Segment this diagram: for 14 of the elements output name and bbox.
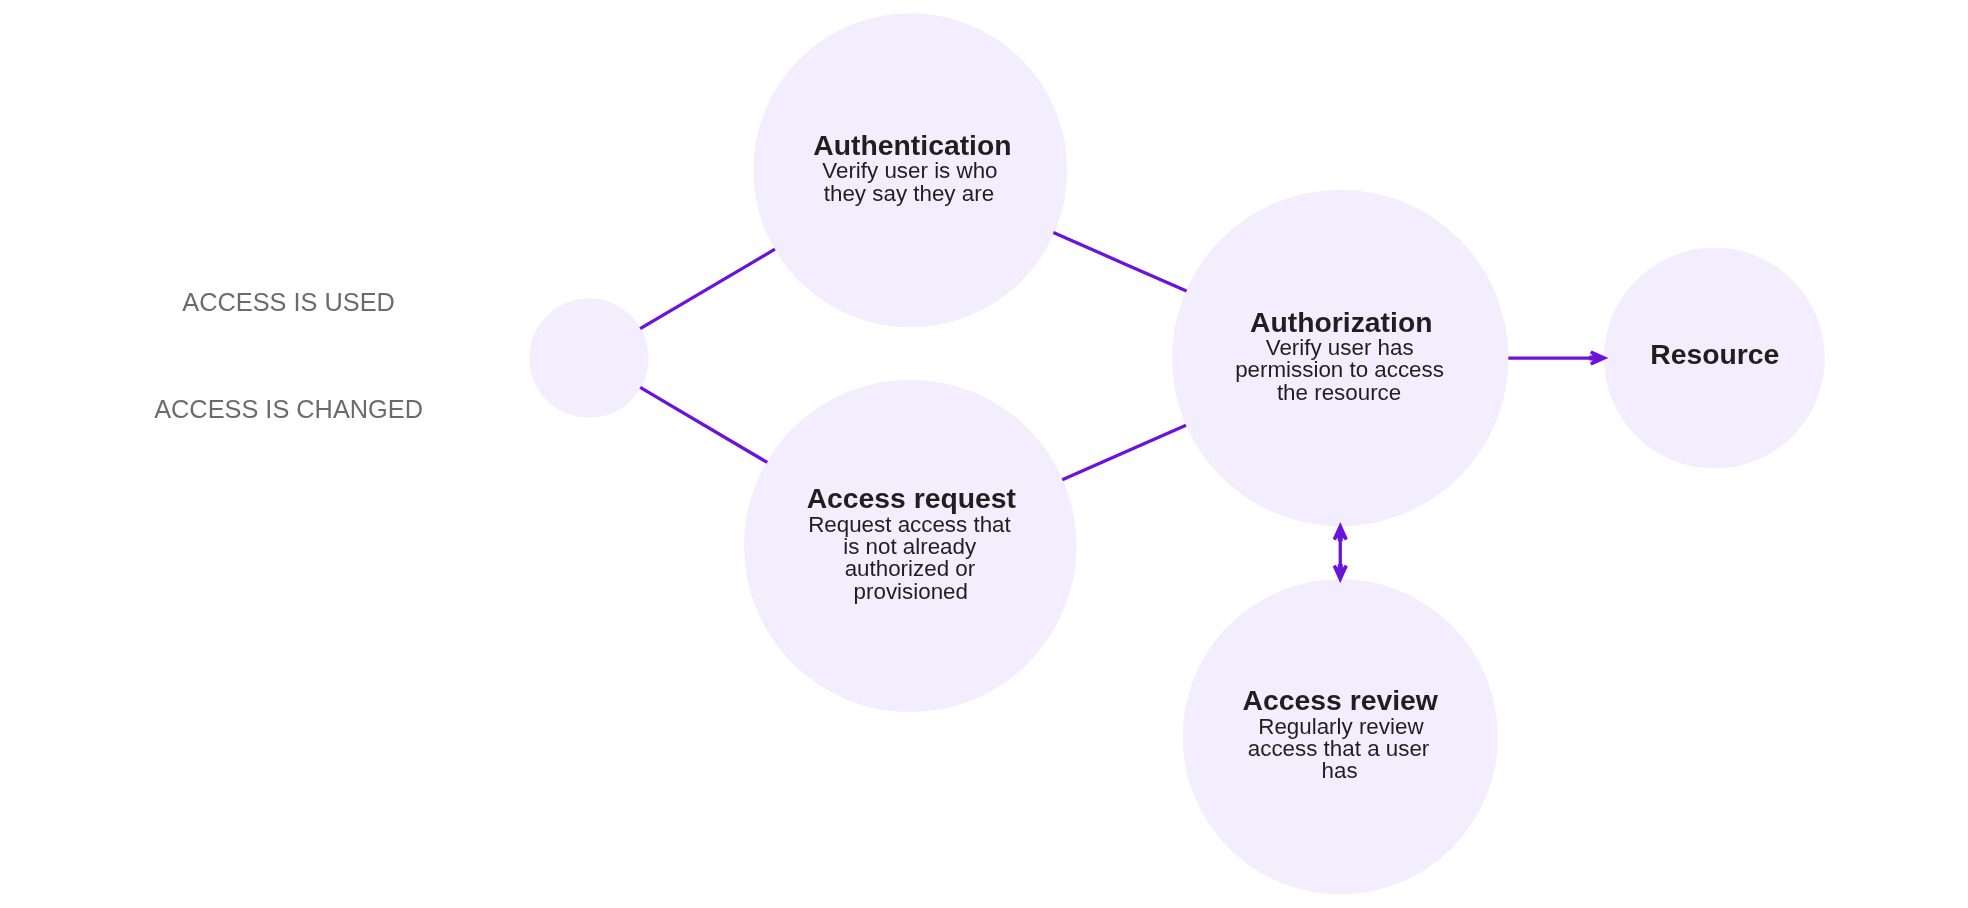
node-circle xyxy=(529,298,649,418)
arrow xyxy=(1508,350,1606,366)
connector xyxy=(639,386,769,464)
node-circle: Access request Request access that is not already authorized or provisioned xyxy=(744,379,1077,713)
node-circle: Authentication Verify user is who they say they are xyxy=(753,13,1068,328)
label: ACCESS IS CHANGED xyxy=(154,394,423,423)
node-circle: Resource xyxy=(1603,247,1825,469)
node-circle: Authorization Verify user has permission to access the resource xyxy=(1172,189,1509,527)
connector xyxy=(1061,423,1187,482)
label: ACCESS IS USED xyxy=(182,287,395,316)
node-circle: Access review Regularly review access that a user has xyxy=(1182,579,1498,895)
arrow xyxy=(1332,524,1348,581)
connector xyxy=(639,247,776,331)
connector xyxy=(1052,231,1188,293)
